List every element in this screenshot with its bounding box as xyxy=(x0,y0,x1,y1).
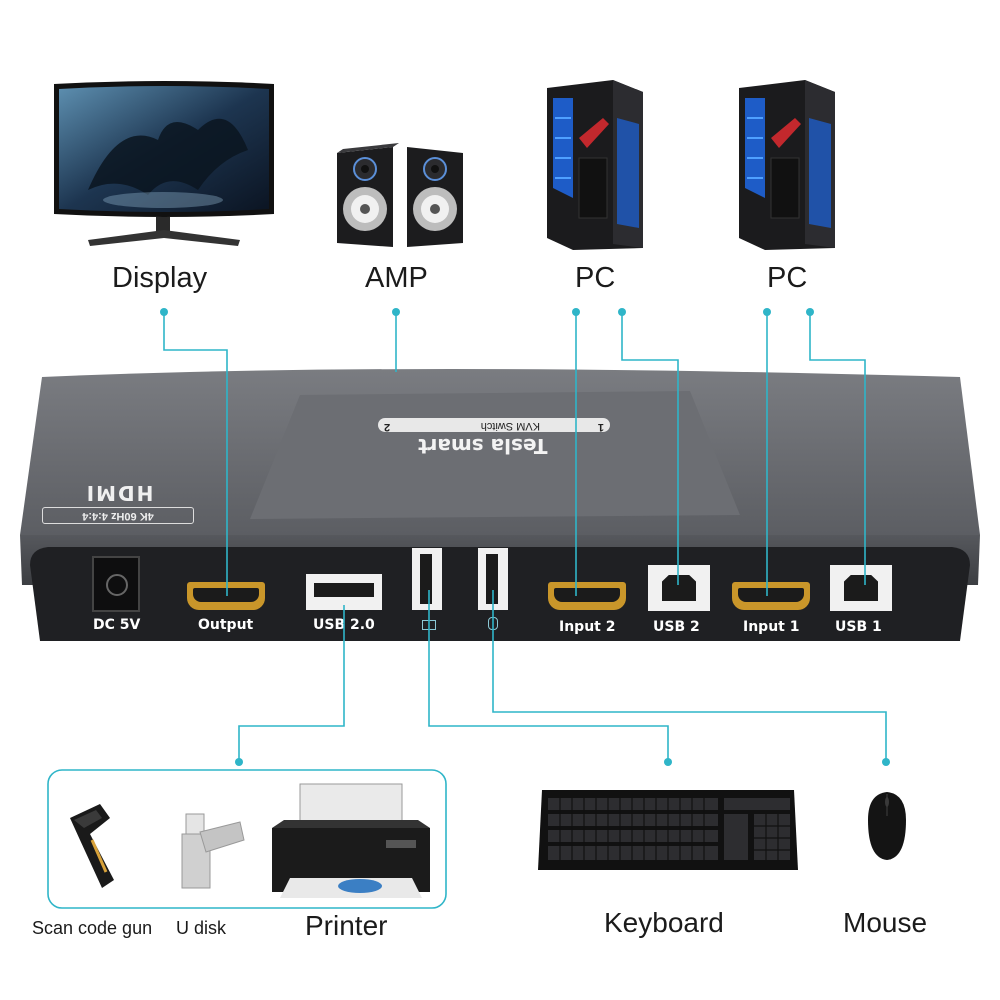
hdmi-logo: HDMI xyxy=(84,481,154,505)
printer-label: Printer xyxy=(305,910,388,941)
hdmi-output-port xyxy=(187,582,265,610)
hdmi-input2-port xyxy=(548,582,626,610)
amp-speakers-image xyxy=(333,143,468,251)
usb20-label: USB 2.0 xyxy=(313,617,375,633)
mouse-port-icon xyxy=(488,617,498,630)
model-plate: 1 KVM Switch 2 xyxy=(378,418,610,433)
usb1-b-port xyxy=(830,565,892,611)
mouse-label: Mouse xyxy=(843,907,928,938)
usb-keyboard-port xyxy=(412,548,442,610)
usb2-b-port xyxy=(648,565,710,611)
input2-label: Input 2 xyxy=(559,619,616,635)
model-label: KVM Switch xyxy=(480,420,540,432)
display-monitor-image xyxy=(48,80,280,255)
led-2: 2 xyxy=(384,421,391,433)
led-1: 1 xyxy=(597,421,604,433)
usb20-port xyxy=(306,574,382,610)
u-disk-label: U disk xyxy=(176,918,227,938)
input1-label: Input 1 xyxy=(743,619,800,635)
pc-tower-2-image xyxy=(735,78,840,252)
usb1-label: USB 1 xyxy=(835,619,882,635)
hdmi-input1-port xyxy=(732,582,810,610)
pc-tower-1-image xyxy=(543,78,648,252)
usb-mouse-port xyxy=(478,548,508,610)
dc-5v-port xyxy=(92,556,140,612)
keyboard-image xyxy=(536,786,800,876)
switch-center-panel xyxy=(250,391,740,519)
mouse-image xyxy=(866,790,908,862)
scan-gun-image xyxy=(66,800,136,892)
usb2-label: USB 2 xyxy=(653,619,700,635)
pc2-label: PC xyxy=(767,262,808,294)
keyboard-port-icon xyxy=(422,620,436,630)
amp-label: AMP xyxy=(365,262,428,294)
keyboard-label: Keyboard xyxy=(604,907,724,938)
brand-logo: Tesla smart xyxy=(418,434,548,458)
output-label: Output xyxy=(198,617,254,633)
u-disk-image xyxy=(174,812,246,892)
display-label: Display xyxy=(112,262,208,294)
hdmi-badge: 4K 60Hz 4:4:4 HDMI xyxy=(42,480,194,524)
dc-5v-label: DC 5V xyxy=(93,617,141,633)
hdmi-spec: 4K 60Hz 4:4:4 xyxy=(42,507,194,524)
scan-code-gun-label: Scan code gun xyxy=(32,918,153,938)
printer-image xyxy=(268,782,434,900)
pc1-label: PC xyxy=(575,262,616,294)
